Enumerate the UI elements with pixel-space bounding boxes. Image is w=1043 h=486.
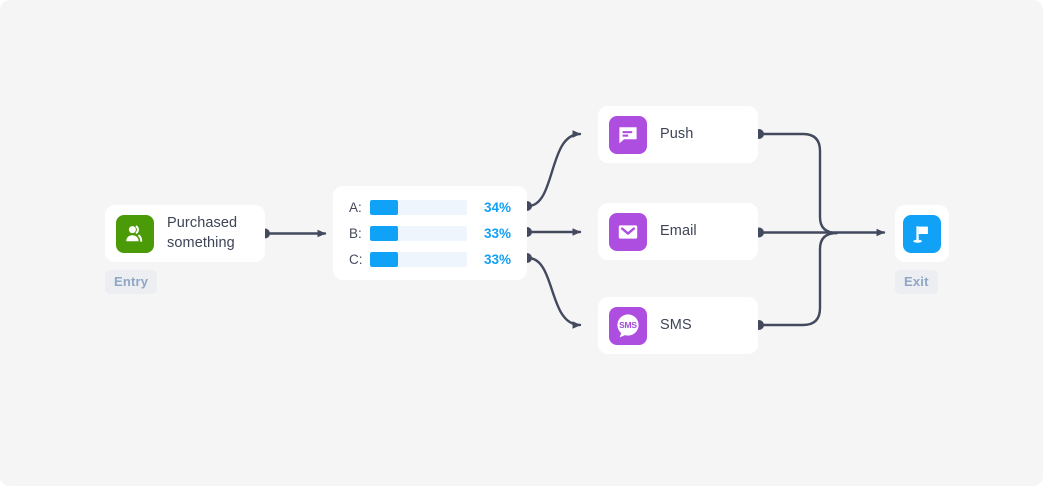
envelope-icon <box>609 212 647 251</box>
node-channel-push[interactable]: Push <box>598 106 758 163</box>
split-key-a: A: <box>349 199 362 215</box>
node-push-label: Push <box>660 125 694 142</box>
node-sms-label: SMS <box>660 316 692 333</box>
split-key-b: B: <box>349 225 362 241</box>
split-percent-c: 33% <box>483 251 511 267</box>
split-row-a[interactable]: A: 34% <box>349 194 511 220</box>
node-exit[interactable] <box>895 205 949 262</box>
node-channel-email[interactable]: Email <box>598 203 758 260</box>
badge-entry: Entry <box>105 270 158 294</box>
connector-push-to-exit <box>758 132 839 235</box>
split-fill-c <box>370 251 398 267</box>
connector-split-a-to-push <box>526 130 582 208</box>
split-key-c: C: <box>349 251 363 267</box>
people-icon <box>116 214 154 253</box>
split-fill-a <box>370 199 399 215</box>
badge-exit: Exit <box>895 270 938 294</box>
split-percent-a: 34% <box>483 199 511 215</box>
split-track-b <box>370 225 467 241</box>
split-percent-b: 33% <box>483 225 511 241</box>
split-track-c <box>370 251 467 267</box>
split-track-a <box>370 199 467 215</box>
split-row-c[interactable]: C: 33% <box>349 246 511 272</box>
node-split-test[interactable]: A: 34% B: 33% C: 33% <box>333 186 527 280</box>
sms-bubble-icon: SMS <box>609 306 647 345</box>
connector-split-c-to-sms <box>526 256 582 329</box>
sms-bubble-text: SMS <box>619 320 637 330</box>
chat-bubble-icon <box>609 115 647 154</box>
flag-icon <box>903 214 941 253</box>
node-channel-sms[interactable]: SMS SMS <box>598 297 758 354</box>
split-fill-b <box>370 225 398 241</box>
node-email-label: Email <box>660 222 697 239</box>
split-row-b[interactable]: B: 33% <box>349 220 511 246</box>
connector-sms-to-exit <box>758 231 839 327</box>
